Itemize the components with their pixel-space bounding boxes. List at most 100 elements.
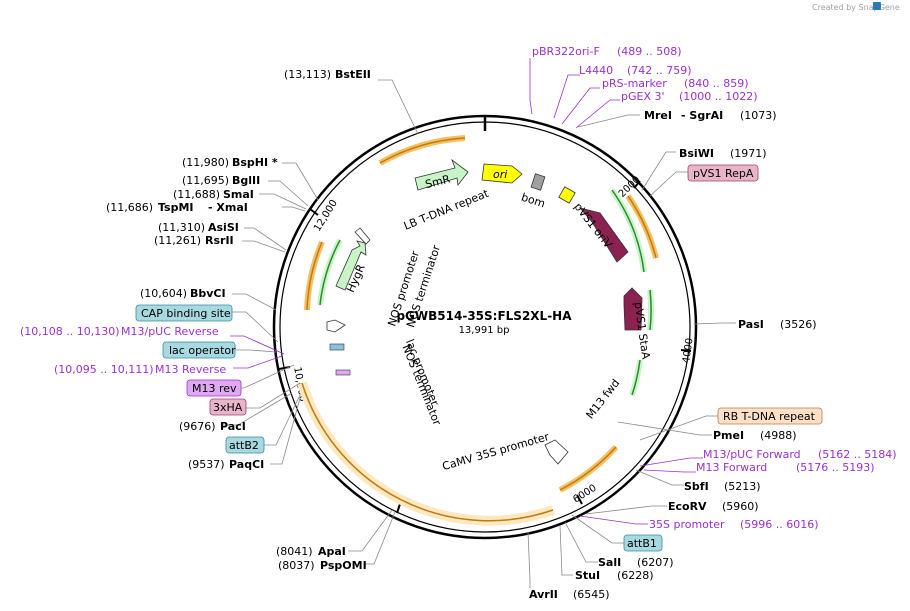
feature-arcs	[297, 135, 659, 526]
svg-text:M13 rev: M13 rev	[192, 382, 237, 395]
svg-text:(1073): (1073)	[740, 109, 777, 122]
svg-text:(5162 .. 5184): (5162 .. 5184)	[818, 448, 897, 461]
svg-text:(5996 .. 6016): (5996 .. 6016)	[740, 518, 819, 531]
feature-pvs1-oriv	[578, 207, 629, 263]
svg-text:PasI: PasI	[738, 318, 764, 331]
feature-ori: ori	[481, 163, 523, 184]
svg-text:35S promoter: 35S promoter	[649, 518, 725, 531]
svg-text:(11,695): (11,695)	[182, 174, 229, 187]
svg-text:4000: 4000	[681, 337, 695, 364]
svg-text:PmeI: PmeI	[713, 429, 744, 442]
lac-operator-block	[329, 343, 345, 351]
svg-text:pGEX 3': pGEX 3'	[621, 90, 665, 103]
svg-text:ApaI: ApaI	[318, 545, 346, 558]
boxed-label-cap-binding-site: CAP binding site	[135, 304, 233, 322]
label-bom: bom	[520, 191, 547, 211]
m13-rev-block	[335, 369, 351, 376]
feature-smr: SmR	[414, 158, 469, 191]
svg-text:SbfI: SbfI	[684, 480, 709, 493]
svg-text:BbvCI: BbvCI	[190, 287, 226, 300]
left-site-labels: (13,113) BstEII (11,980) BspHI * (11,695…	[106, 68, 371, 572]
svg-text:TspMI: TspMI	[158, 201, 194, 214]
svg-text:attB1: attB1	[627, 537, 657, 550]
svg-text:CAP binding site: CAP binding site	[141, 307, 231, 320]
svg-text:RsrII: RsrII	[205, 234, 234, 247]
svg-text:(742 .. 759): (742 .. 759)	[627, 64, 692, 77]
svg-text:(11,310): (11,310)	[158, 221, 205, 234]
primer-labels: pBR322ori-F (489 .. 508) L4440 (742 .. 7…	[20, 45, 897, 531]
boxed-label-attb2: attB2	[225, 436, 265, 454]
svg-text:BglII: BglII	[232, 174, 260, 187]
svg-text:(11,980): (11,980)	[182, 156, 229, 169]
svg-text:BspHI *: BspHI *	[232, 156, 278, 169]
svg-text:PaqCI: PaqCI	[229, 458, 264, 471]
svg-text:(1000 .. 1022): (1000 .. 1022)	[679, 90, 758, 103]
svg-text:AsiSI: AsiSI	[208, 221, 239, 234]
pvs1-oriv-block	[558, 186, 576, 204]
svg-text:SalI: SalI	[598, 556, 621, 569]
svg-text:BsiWI: BsiWI	[679, 147, 714, 160]
nos-terminator-arrow	[326, 319, 346, 333]
svg-text:(8037): (8037)	[278, 559, 315, 572]
svg-text:RB T-DNA repeat: RB T-DNA repeat	[723, 410, 816, 423]
svg-text:AvrII: AvrII	[529, 588, 558, 601]
svg-text:(1971): (1971)	[730, 147, 767, 160]
svg-text:StuI: StuI	[575, 569, 600, 582]
label-lb-tdna: LB T-DNA repeat	[402, 187, 491, 233]
leaders-primers	[230, 58, 703, 525]
svg-text:MreI: MreI	[644, 109, 672, 122]
svg-text:(10,095 .. 10,111): (10,095 .. 10,111)	[54, 363, 154, 376]
svg-text:(489 .. 508): (489 .. 508)	[617, 45, 682, 58]
site-name: BstEII	[335, 68, 371, 81]
tick-6000: 6000	[571, 483, 598, 506]
camv35s-arrow	[544, 439, 569, 465]
svg-text:3xHA: 3xHA	[213, 401, 243, 414]
boxed-label-3xha: 3xHA	[209, 398, 247, 416]
svg-text:6000: 6000	[571, 483, 598, 506]
svg-text:(10,108 .. 10,130): (10,108 .. 10,130)	[20, 325, 120, 338]
svg-text:pBR322ori-F: pBR322ori-F	[532, 45, 600, 58]
svg-text:(840 .. 859): (840 .. 859)	[684, 77, 749, 90]
svg-text:(3526): (3526)	[780, 318, 817, 331]
gene-arcs	[317, 188, 655, 396]
svg-text:lac operator: lac operator	[169, 344, 236, 357]
svg-text:12,000: 12,000	[312, 198, 340, 234]
nos-promoter-arrow	[354, 227, 371, 245]
svg-text:ori: ori	[493, 168, 507, 181]
svg-text:SmR: SmR	[424, 172, 452, 191]
label-m13-fwd: M13 fwd	[583, 377, 622, 422]
boxed-label-pvs1-repa: pVS1 RepA	[687, 164, 759, 182]
snapgene-logo-icon	[873, 2, 881, 10]
bom-block	[530, 173, 546, 191]
svg-text:(5176 .. 5193): (5176 .. 5193)	[796, 461, 875, 474]
svg-text:- XmaI: - XmaI	[208, 201, 248, 214]
boxed-label-m13-rev: M13 rev	[186, 379, 242, 397]
svg-text:(5960): (5960)	[722, 500, 759, 513]
svg-text:(11,688): (11,688)	[173, 188, 220, 201]
boxed-label-attb1: attB1	[623, 534, 663, 552]
svg-text:(6228): (6228)	[617, 569, 654, 582]
svg-text:M13 Reverse: M13 Reverse	[155, 363, 226, 376]
svg-text:pVS1 RepA: pVS1 RepA	[693, 167, 754, 180]
svg-text:(5213): (5213)	[724, 480, 761, 493]
credit-text: Created by SnapGene	[812, 3, 900, 12]
svg-text:(6207): (6207)	[637, 556, 674, 569]
svg-text:(6545): (6545)	[573, 588, 610, 601]
svg-text:(10,604): (10,604)	[140, 287, 187, 300]
svg-text:(4988): (4988)	[760, 429, 797, 442]
svg-text:M13/pUC Forward: M13/pUC Forward	[703, 448, 801, 461]
plasmid-size: 13,991 bp	[459, 325, 510, 336]
svg-text:(9537): (9537)	[188, 458, 225, 471]
svg-text:- SgrAI: - SgrAI	[681, 109, 723, 122]
boxed-label-lac-operator: lac operator	[162, 341, 236, 359]
svg-text:PspOMI: PspOMI	[320, 559, 367, 572]
leaders-right	[527, 114, 736, 588]
svg-text:(11,261): (11,261)	[154, 234, 201, 247]
feature-hygr: HygR	[335, 240, 368, 294]
feature-pvs1-staa	[623, 287, 643, 331]
svg-text:M13 Forward: M13 Forward	[696, 461, 767, 474]
right-site-labels: MreI - SgrAI (1073) BsiWI (1971) PasI (3…	[529, 109, 817, 601]
svg-text:pRS-marker: pRS-marker	[602, 77, 667, 90]
plasmid-name: pGWB514-35S:FLS2XL-HA	[396, 309, 572, 323]
